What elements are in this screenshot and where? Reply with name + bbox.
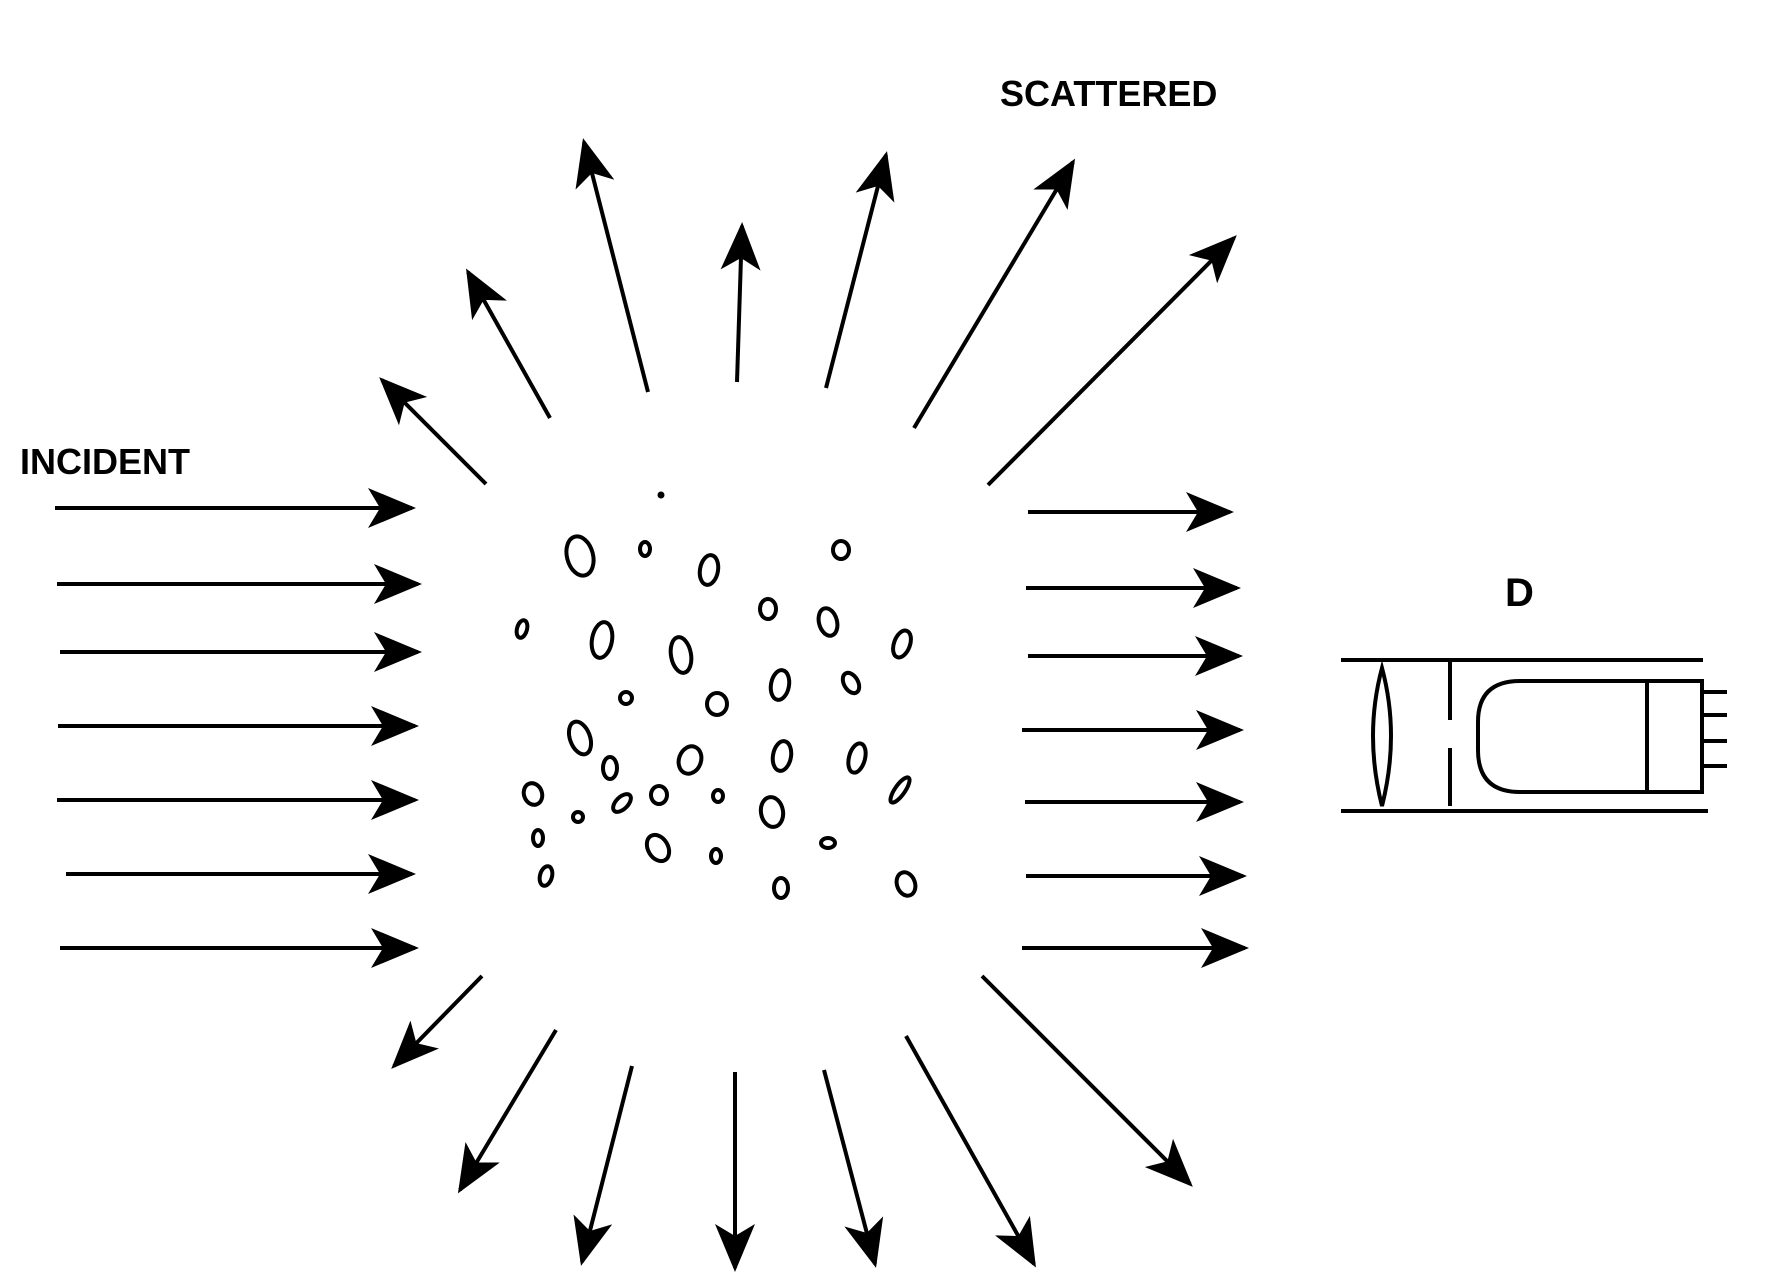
particle	[770, 739, 794, 773]
particle	[894, 870, 918, 898]
particle	[888, 775, 912, 805]
particle	[676, 744, 704, 776]
lens	[1371, 660, 1393, 807]
scattered-arrow	[466, 268, 552, 419]
scattered-label: SCATTERED	[1000, 73, 1217, 114]
particle	[705, 691, 729, 717]
scattered-arrow	[912, 158, 1076, 430]
particle	[709, 847, 723, 865]
scattered-arrow	[379, 377, 488, 486]
scattered-arrow	[573, 1065, 634, 1266]
particle	[697, 553, 721, 587]
scattered-arrows-lower	[391, 974, 1193, 1272]
particle	[611, 792, 633, 814]
particle	[644, 832, 672, 864]
particle	[758, 795, 786, 829]
particle	[816, 606, 840, 638]
scattered-arrow	[391, 974, 484, 1069]
incident-beam	[55, 488, 422, 968]
detector	[1341, 658, 1727, 813]
particle	[589, 620, 615, 660]
particle	[566, 719, 594, 757]
scattered-arrows-upper	[379, 138, 1237, 487]
scattered-arrow	[575, 138, 650, 393]
particle	[758, 597, 778, 621]
transmitted-beam	[1022, 492, 1249, 968]
scattered-arrow	[980, 974, 1193, 1187]
particle	[521, 781, 545, 807]
particle	[831, 539, 851, 561]
particle	[649, 784, 669, 806]
particle	[531, 828, 545, 848]
particle	[514, 618, 530, 640]
particle	[668, 635, 694, 675]
particle	[819, 836, 837, 850]
particle	[891, 628, 913, 660]
particle	[638, 540, 652, 558]
detector-label: D	[1505, 571, 1534, 615]
scattered-arrow	[904, 1035, 1036, 1268]
scattered-arrow	[986, 235, 1237, 487]
particle	[564, 534, 596, 578]
particle	[537, 864, 555, 888]
particle	[846, 741, 868, 775]
particle	[601, 755, 619, 781]
particle	[618, 690, 634, 706]
incident-label: INCIDENT	[20, 441, 190, 482]
scattered-arrow	[457, 1028, 558, 1194]
scattering-particles	[514, 491, 918, 900]
particle	[840, 670, 862, 696]
particle	[657, 491, 665, 499]
particle	[768, 668, 792, 702]
particle	[571, 810, 585, 824]
particle	[772, 876, 790, 900]
photomultiplier-tube	[1476, 679, 1704, 794]
scattered-arrow	[720, 222, 761, 383]
scattered-arrow	[822, 1069, 884, 1268]
particle	[711, 788, 725, 804]
scattered-arrow	[824, 151, 895, 389]
